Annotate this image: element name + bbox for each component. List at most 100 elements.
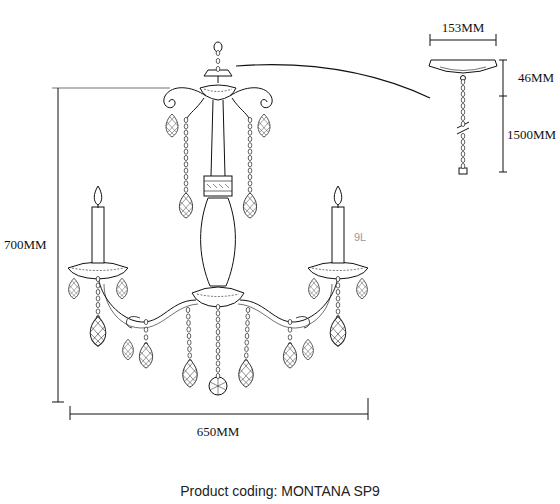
chain-link	[216, 336, 220, 341]
chain-link	[216, 361, 220, 366]
chain-link	[461, 109, 465, 114]
vase-body	[201, 198, 236, 286]
chain-link	[246, 320, 250, 325]
chain-link	[461, 91, 465, 96]
crystal-drop	[139, 343, 152, 368]
chain-link	[216, 355, 220, 360]
crystal-drop	[330, 316, 346, 346]
chain-link	[186, 314, 190, 319]
crystal-drop	[179, 193, 192, 218]
chain-link	[248, 162, 252, 167]
chain-link	[245, 333, 249, 338]
chain-link	[248, 174, 252, 179]
chain-link	[96, 302, 100, 307]
chain-link	[144, 335, 148, 340]
crystal-drop	[243, 193, 256, 218]
chain-link	[184, 143, 188, 148]
chain-link	[184, 187, 188, 192]
chain-link	[246, 314, 250, 319]
chain-link	[144, 319, 148, 324]
chain-link	[461, 163, 465, 168]
lower-arm	[240, 276, 338, 322]
crystal-drop	[117, 278, 128, 299]
chain-link	[216, 323, 220, 328]
dimension-line	[430, 40, 496, 41]
chain-link	[216, 58, 220, 63]
crystal-drop	[183, 360, 197, 388]
chain-link	[216, 367, 220, 372]
chain-link	[461, 85, 465, 90]
crystal-drop	[283, 343, 296, 368]
chain-link	[461, 145, 465, 150]
chain-link	[461, 115, 465, 120]
crystal-drop	[69, 278, 80, 299]
extension-line	[52, 88, 170, 89]
chain-link	[248, 124, 252, 129]
chain-link	[184, 136, 188, 141]
chain-link	[248, 187, 252, 192]
crystal-drop	[123, 339, 134, 360]
canopy-ornament	[440, 67, 486, 71]
chain-link	[216, 317, 220, 322]
chain-link	[245, 346, 249, 351]
chain-link	[244, 353, 248, 358]
chain-link	[96, 283, 100, 288]
dimension-tick	[499, 172, 507, 173]
chain-link	[216, 329, 220, 334]
chain-link	[288, 335, 292, 340]
chain-link	[216, 348, 220, 353]
chain-link	[187, 327, 191, 332]
upper-arm	[230, 88, 272, 108]
chain-link	[96, 276, 100, 281]
chain-link	[461, 139, 465, 144]
crystal-drop	[258, 114, 270, 137]
chain-link	[184, 181, 188, 186]
top-cup	[200, 85, 236, 100]
crystal-drop	[357, 278, 368, 299]
chain-link	[186, 307, 190, 312]
break-mark	[457, 122, 469, 134]
crystal-drop	[309, 278, 320, 299]
dimension-tick	[499, 60, 507, 61]
lower-arm	[98, 276, 196, 322]
chain-link	[216, 342, 220, 347]
chain-link	[245, 327, 249, 332]
stem-knob	[204, 176, 232, 196]
dimension-tick	[70, 406, 71, 420]
upper-arm	[164, 88, 206, 108]
chain-link	[144, 327, 148, 332]
chain-link	[187, 340, 191, 345]
crystal-drop	[239, 360, 253, 388]
chain-link	[248, 181, 252, 186]
chain-link	[248, 136, 252, 141]
bottom-cup	[192, 287, 244, 307]
chain-link	[336, 296, 340, 301]
chain-link	[248, 155, 252, 160]
chain-link	[184, 168, 188, 173]
chain-link	[336, 283, 340, 288]
chain-link	[96, 309, 100, 314]
canopy	[429, 60, 497, 73]
dimension-tick	[368, 398, 369, 420]
detail-leader	[236, 65, 430, 98]
dimension-label: 1500MM	[507, 128, 556, 141]
chain-link	[216, 304, 220, 309]
dimension-label: 650MM	[197, 425, 240, 438]
chain-link	[288, 319, 292, 324]
chain-link	[184, 117, 188, 122]
chain-link	[248, 117, 252, 122]
dimension-tick	[430, 34, 431, 46]
candle-right	[308, 186, 368, 279]
chain-link	[184, 124, 188, 129]
dimension-line	[70, 414, 368, 415]
chain-link	[336, 309, 340, 314]
chain-link	[461, 79, 465, 84]
chain-link	[248, 130, 252, 135]
dimension-line	[503, 96, 504, 172]
dimension-label: 700MM	[4, 238, 47, 251]
dimension-tick	[496, 34, 497, 46]
chain-link	[184, 149, 188, 154]
chain-link	[187, 333, 191, 338]
dimension-tick	[52, 402, 64, 403]
